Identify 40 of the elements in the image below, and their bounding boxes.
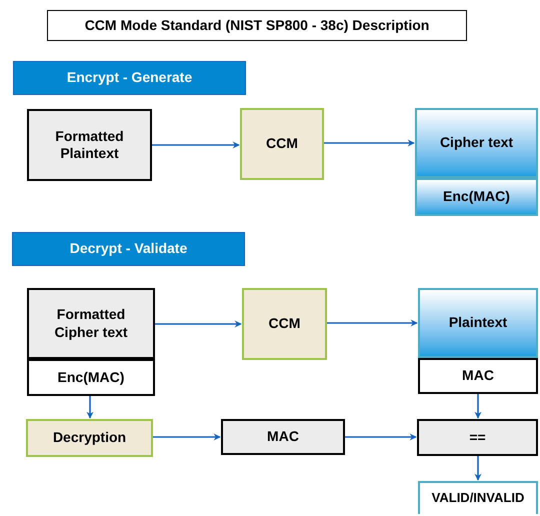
process-box	[221, 419, 345, 455]
arrow	[86, 396, 94, 419]
process-box	[26, 419, 153, 457]
process-box	[242, 288, 327, 360]
node-label: Encrypt - Generate	[66, 69, 192, 87]
node-label: ==	[469, 428, 486, 446]
arrow	[153, 434, 221, 440]
data-box	[418, 358, 538, 394]
process-box	[240, 108, 324, 180]
arrow	[324, 140, 415, 146]
node-label: VALID/INVALID	[432, 490, 524, 507]
node-label: Decrypt - Validate	[70, 240, 188, 258]
arrow	[152, 142, 240, 148]
process-box	[27, 288, 155, 359]
arrow	[474, 394, 482, 419]
arrow	[155, 320, 242, 328]
arrow	[474, 456, 482, 481]
node-label: MAC	[267, 428, 299, 446]
node-label: Decryption	[52, 429, 126, 447]
node-label: Enc(MAC)	[443, 188, 510, 206]
result-box	[418, 481, 538, 514]
node-label: CCM	[268, 315, 300, 333]
node-label: Enc(MAC)	[58, 368, 124, 386]
data-box	[415, 178, 538, 216]
section-banner	[13, 61, 246, 95]
data-box	[415, 108, 538, 178]
node-label: Cipher text	[440, 134, 514, 152]
data-box	[27, 359, 155, 396]
section-banner	[12, 232, 245, 266]
node-label: Formatted Plaintext	[54, 128, 125, 162]
data-box	[418, 288, 538, 358]
node-label: Plaintext	[448, 314, 508, 332]
arrow	[327, 320, 418, 326]
node-label: Formatted Cipher text	[53, 306, 129, 341]
node-label: MAC	[462, 367, 494, 385]
title-box: CCM Mode Standard (NIST SP800 - 38c) Description	[47, 10, 467, 41]
process-box	[417, 419, 538, 456]
arrow	[345, 434, 417, 440]
node-label: CCM	[266, 135, 298, 153]
process-box	[27, 109, 152, 181]
